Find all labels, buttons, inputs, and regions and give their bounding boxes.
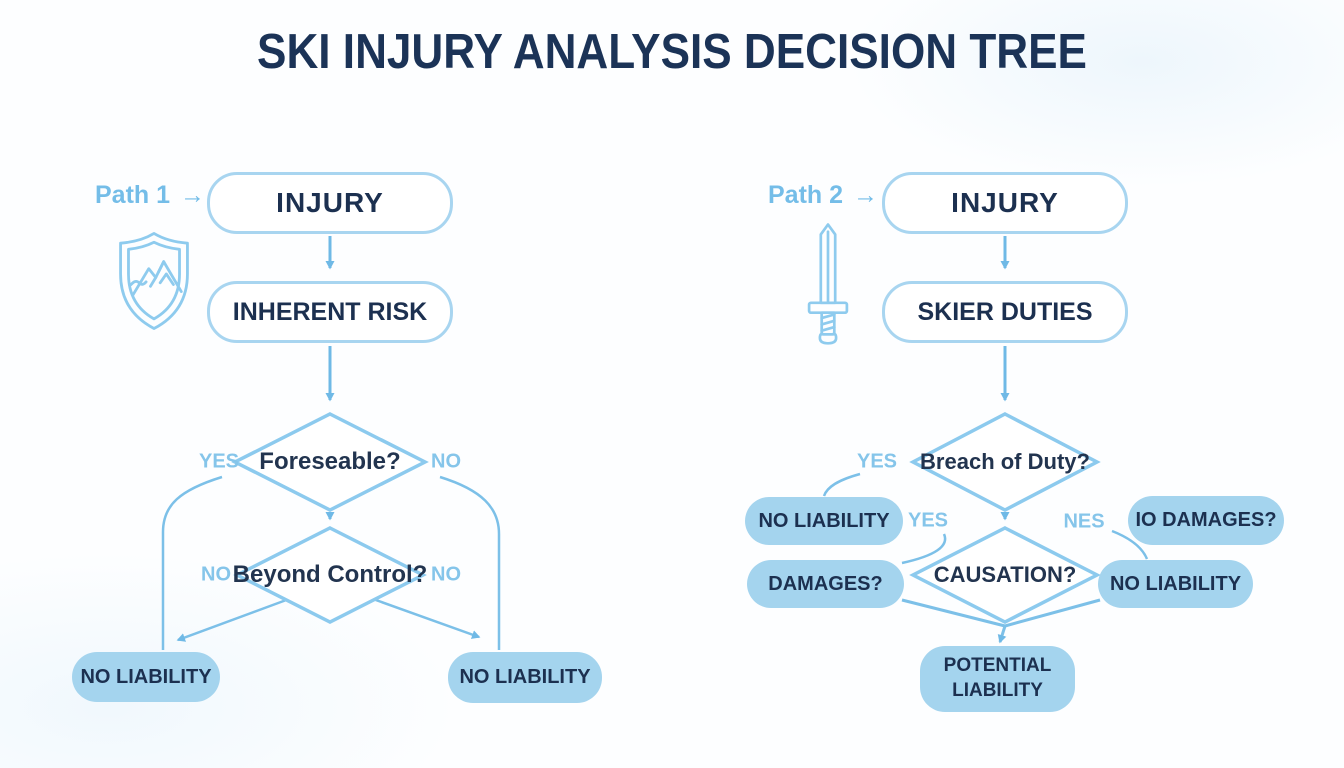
path2-breach-question: Breach of Duty? (920, 449, 1090, 474)
path1-no-liability-right-box: NO LIABILITY (448, 652, 602, 703)
path2-yes-mid-label: YES (907, 509, 949, 532)
path1-foreseeable-yes-label: YES (198, 450, 240, 473)
path2-injury-box: INJURY (882, 172, 1128, 234)
path2-causation-question: CAUSATION? (933, 562, 1077, 587)
path1-beyond-control-no-right-label: NO (431, 563, 461, 586)
path2-nes-label: NES (1063, 510, 1105, 533)
shield-mountain-icon (110, 227, 198, 335)
path1-label-text: Path 1 (95, 181, 171, 209)
path2-no-liability-upper-left-box: NO LIABILITY (745, 497, 903, 545)
path2-label-text: Path 2 (768, 181, 844, 209)
path1-inherent-risk-box: INHERENT RISK (207, 281, 453, 343)
right-arrow-icon: → (853, 181, 879, 209)
path1-no-liability-left-box: NO LIABILITY (72, 652, 220, 702)
path1-injury-box: INJURY (207, 172, 453, 234)
path2-breach-yes-label: YES (856, 450, 898, 473)
path2-damages-box: DAMAGES? (747, 560, 904, 608)
sword-icon (800, 220, 856, 346)
page-title: SKI INJURY ANALYSIS DECISION TREE (257, 25, 1087, 79)
potential-liability-line2: LIABILITY (952, 680, 1043, 701)
path1-foreseeable-question: Foreseable? (259, 448, 401, 475)
path2-skier-duties-box: SKIER DUTIES (882, 281, 1128, 343)
right-arrow-icon: → (180, 181, 206, 209)
path2-damages-upper-right-box: IO DAMAGES? (1128, 496, 1284, 545)
path1-foreseeable-no-label: NO (431, 450, 461, 473)
path2-no-liability-right-box: NO LIABILITY (1098, 560, 1253, 608)
path1-beyond-control-no-left-label: NO (201, 563, 231, 586)
potential-liability-line1: POTENTIAL (943, 655, 1052, 677)
path1-label: Path 1 → (95, 181, 205, 210)
path2-potential-liability-box: POTENTIAL LIABILITY (920, 646, 1075, 712)
path1-beyond-control-question: Beyond Control? (232, 561, 428, 588)
path2-label: Path 2 → (768, 181, 878, 210)
